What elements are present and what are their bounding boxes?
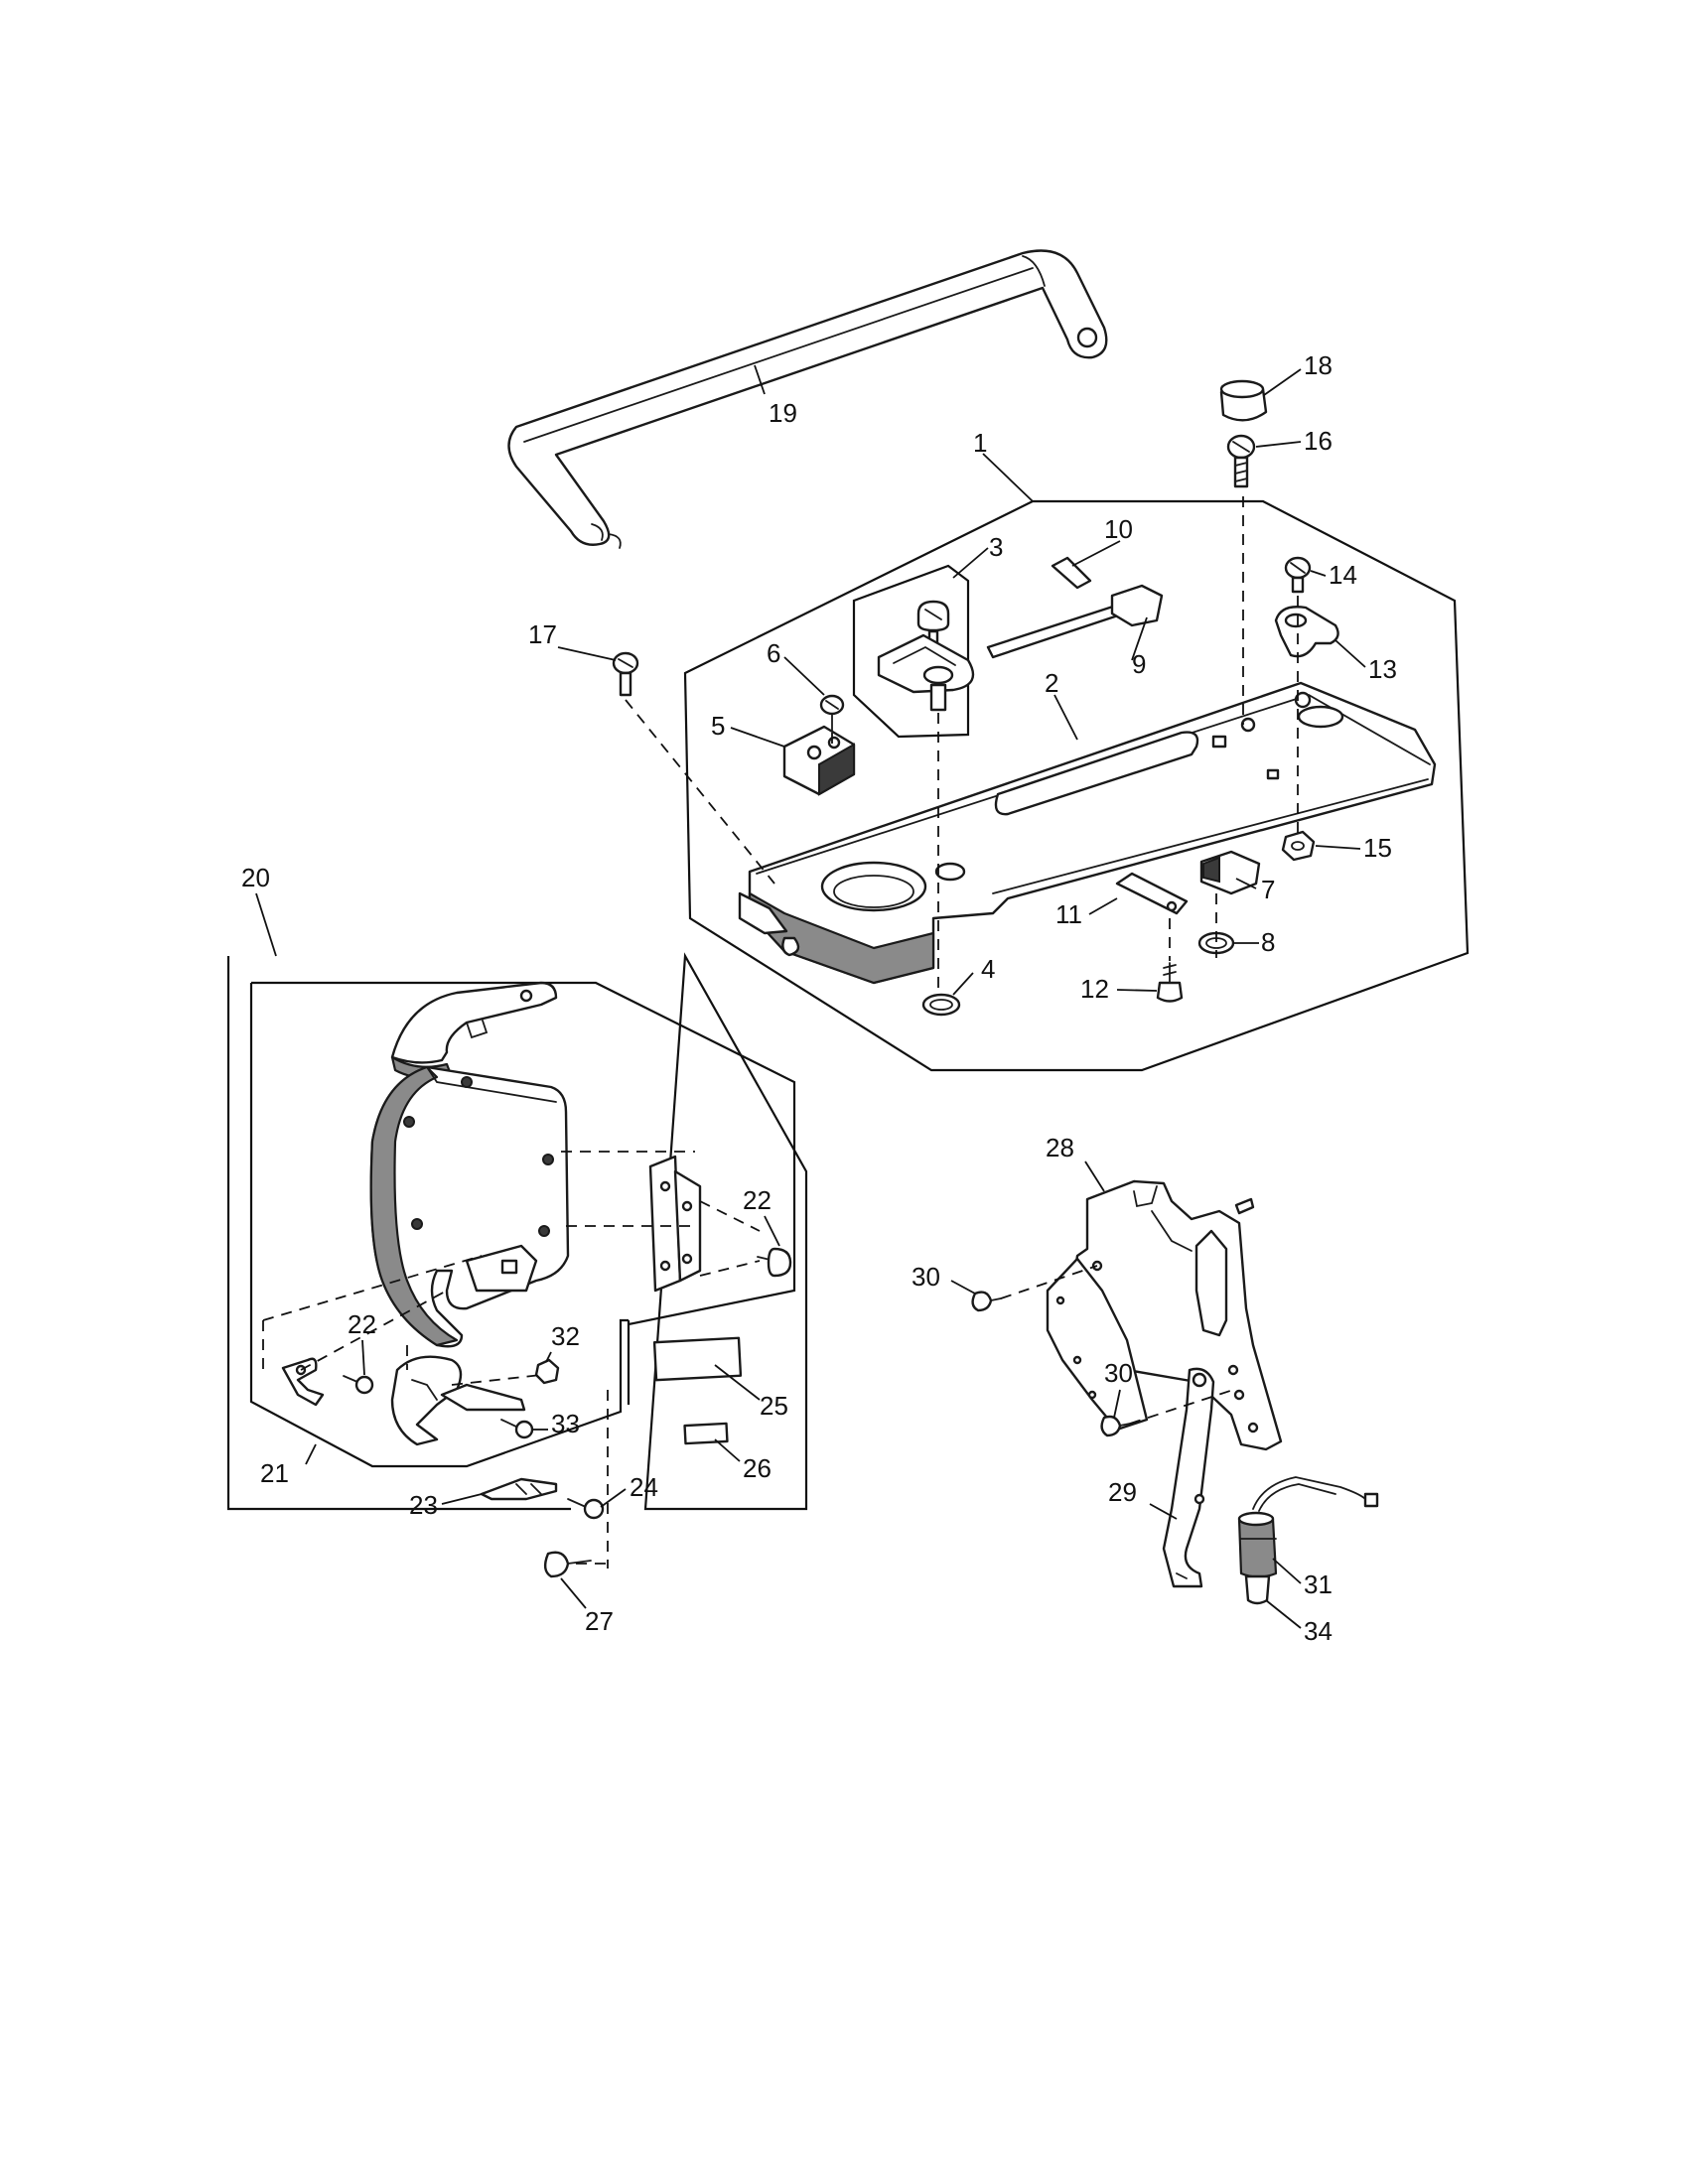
callout-7: 7 (1261, 875, 1275, 904)
latch-part-23 (480, 1477, 558, 1501)
callout-11: 11 (1055, 899, 1082, 929)
callout-22-left: 22 (348, 1309, 376, 1339)
callout-30-upper: 30 (912, 1262, 940, 1292)
bracket-part-5 (782, 725, 856, 796)
alignment-lines-lower-left (262, 1151, 761, 1569)
head-cover-body (369, 1065, 570, 1348)
callout-26: 26 (743, 1453, 772, 1483)
alignment-lines-lower-right (1000, 1265, 1234, 1425)
callout-22-right: 22 (743, 1185, 772, 1215)
callout-12: 12 (1080, 974, 1109, 1004)
callout-23: 23 (409, 1490, 438, 1520)
leader-lines (255, 364, 1366, 1629)
callout-21: 21 (260, 1458, 289, 1488)
frame-part-3 (852, 564, 970, 739)
sensor-part-31 (1237, 1476, 1379, 1578)
nut-part-15 (1281, 830, 1316, 862)
callout-14: 14 (1329, 560, 1357, 590)
screw-part-12 (1156, 962, 1184, 1003)
callout-5: 5 (711, 711, 725, 741)
label-part-25 (652, 1336, 743, 1382)
screw-part-22-left (343, 1375, 374, 1395)
callout-24: 24 (630, 1472, 658, 1502)
screw-part-22-right (757, 1247, 792, 1278)
cap-part-18 (1219, 379, 1268, 422)
callout-6: 6 (767, 638, 780, 668)
screw-part-17 (612, 651, 639, 697)
screw-part-16 (1226, 434, 1256, 488)
screw-part-24 (567, 1498, 605, 1520)
callout-31: 31 (1304, 1570, 1333, 1599)
face-cover-lower (390, 1355, 463, 1446)
top-cover-plate-part-2 (738, 681, 1437, 985)
callout-29: 29 (1108, 1477, 1137, 1507)
callout-20: 20 (241, 863, 270, 892)
callout-25: 25 (760, 1391, 788, 1421)
snap-ring-part-4 (921, 993, 961, 1017)
callout-34: 34 (1304, 1616, 1333, 1646)
callout-8: 8 (1261, 927, 1275, 957)
frame-group-21 (249, 981, 796, 1468)
callout-13: 13 (1368, 654, 1397, 684)
slide-knob-part-7 (1199, 850, 1261, 895)
sensor-tip-part-34 (1244, 1574, 1271, 1605)
label-part-26 (683, 1422, 729, 1445)
screw-part-14 (1284, 556, 1312, 594)
spring-plate-part-11 (1115, 872, 1189, 915)
callout-15: 15 (1363, 833, 1392, 863)
callout-labels: 1 2 3 4 5 6 7 8 9 10 11 12 13 14 15 16 1… (241, 350, 1397, 1646)
lever-arm-part-29 (1162, 1367, 1215, 1588)
frame-group-1 (683, 499, 1470, 1072)
carrying-handle-part-19 (507, 249, 1108, 549)
slide-block (440, 1383, 526, 1412)
callout-30-lower: 30 (1104, 1358, 1133, 1388)
frame-group-20 (226, 952, 808, 1511)
callout-18: 18 (1304, 350, 1333, 380)
callout-19: 19 (769, 398, 797, 428)
shaft-part-9 (986, 584, 1164, 659)
callout-10: 10 (1104, 514, 1133, 544)
screw-part-6 (819, 694, 845, 732)
pin-part-10 (1051, 556, 1092, 590)
screw-part-30-upper (971, 1291, 1002, 1312)
callout-4: 4 (981, 954, 995, 984)
callout-2: 2 (1045, 668, 1058, 698)
hinge-plate (648, 1155, 702, 1293)
screw-part-33 (500, 1419, 534, 1439)
nut-part-32 (534, 1358, 560, 1385)
screw-part-27 (543, 1551, 592, 1578)
callout-17: 17 (528, 619, 557, 649)
callout-32: 32 (551, 1321, 580, 1351)
bracket-part-28 (1046, 1179, 1283, 1451)
callout-33: 33 (551, 1409, 580, 1438)
head-cover-top (390, 981, 558, 1080)
callout-16: 16 (1304, 426, 1333, 456)
alignment-lines-upper (625, 496, 1299, 991)
callout-9: 9 (1132, 649, 1146, 679)
thread-lever (281, 1357, 325, 1407)
callout-27: 27 (585, 1606, 614, 1636)
callout-28: 28 (1046, 1133, 1074, 1162)
spool-pin-unit-part-3 (877, 600, 975, 712)
callout-3: 3 (989, 532, 1003, 562)
lever-part-13 (1274, 606, 1339, 658)
callout-1: 1 (973, 428, 987, 458)
